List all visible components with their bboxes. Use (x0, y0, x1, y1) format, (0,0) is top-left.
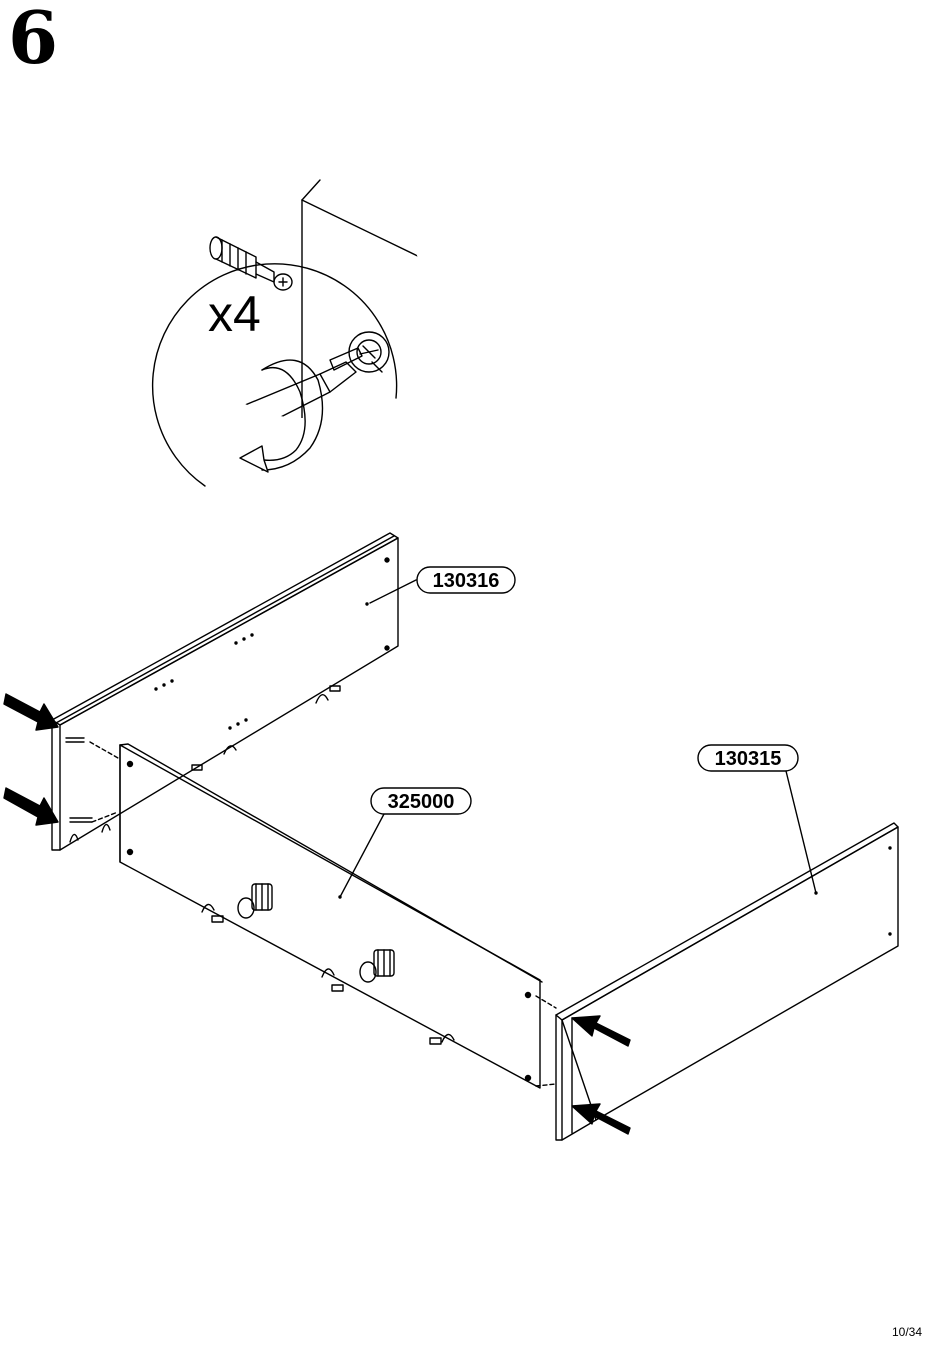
part-label-130316: 130316 (370, 567, 515, 603)
detail-view (153, 180, 430, 486)
cam-lock-icon (349, 332, 389, 372)
back-panel (52, 533, 398, 850)
side-panel (556, 823, 898, 1140)
push-arrow-icon (4, 788, 58, 825)
svg-text:325000: 325000 (388, 791, 455, 813)
front-panel (120, 744, 556, 1088)
handle-fitting (238, 884, 272, 918)
handle-fitting (360, 950, 394, 982)
quantity-label: x4 (208, 286, 261, 342)
push-arrow-icon (572, 1016, 630, 1046)
push-arrow-icon (4, 694, 58, 730)
page-number: 10/34 (892, 1325, 922, 1339)
svg-text:130315: 130315 (715, 748, 782, 770)
part-label-130315: 130315 (698, 745, 816, 893)
part-label-325000: 325000 (340, 788, 471, 897)
svg-text:130316: 130316 (433, 570, 500, 592)
